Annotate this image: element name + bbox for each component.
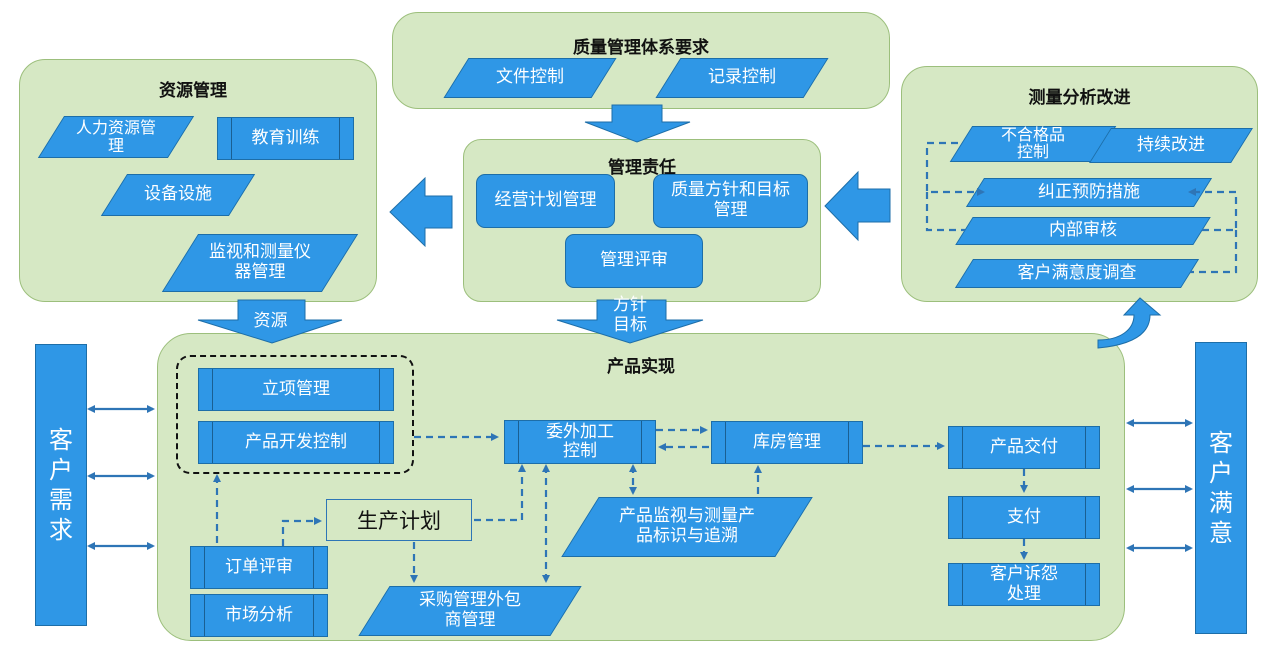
delivery-box[interactable]: 产品交付 bbox=[948, 426, 1100, 469]
market-analysis-box[interactable]: 市场分析 bbox=[190, 594, 328, 637]
complaint-label: 客户诉怨处理 bbox=[990, 564, 1058, 604]
internal-audit-shape[interactable]: 内部审核 bbox=[964, 217, 1202, 245]
instrument-mgmt-label: 监视和测量仪器管理 bbox=[209, 242, 311, 282]
purchase-shape[interactable]: 采购管理外包商管理 bbox=[374, 586, 566, 636]
doc-control-label: 文件控制 bbox=[496, 67, 564, 88]
dev-control-box[interactable]: 产品开发控制 bbox=[198, 421, 394, 464]
satisfaction-survey-label: 客户满意度调查 bbox=[1017, 262, 1137, 283]
quality-policy-box[interactable]: 质量方针和目标管理 bbox=[653, 174, 808, 228]
purchase-label: 采购管理外包商管理 bbox=[419, 590, 521, 630]
dev-group-frame bbox=[176, 355, 414, 474]
arrow-from-measurement bbox=[824, 170, 891, 242]
outsource-box[interactable]: 委外加工控制 bbox=[504, 420, 656, 464]
order-review-label: 订单评审 bbox=[225, 556, 293, 577]
equipment-label: 设备设施 bbox=[144, 184, 212, 205]
business-plan-box[interactable]: 经营计划管理 bbox=[476, 174, 615, 228]
measurement-title: 测量分析改进 bbox=[1028, 88, 1131, 108]
equipment-shape[interactable]: 设备设施 bbox=[114, 174, 242, 216]
customer-demand-label: 客户需求 bbox=[49, 426, 73, 544]
corrective-action-shape[interactable]: 纠正预防措施 bbox=[975, 178, 1203, 207]
instrument-mgmt-shape[interactable]: 监视和测量仪器管理 bbox=[180, 234, 340, 292]
satisfaction-survey-shape[interactable]: 客户满意度调查 bbox=[964, 259, 1190, 288]
nonconforming-shape[interactable]: 不合格品控制 bbox=[961, 126, 1105, 162]
order-review-box[interactable]: 订单评审 bbox=[190, 546, 328, 589]
customer-demand-box[interactable]: 客户需求 bbox=[35, 344, 87, 626]
nonconforming-label: 不合格品控制 bbox=[1000, 125, 1065, 161]
delivery-label: 产品交付 bbox=[990, 436, 1058, 457]
customer-satisfaction-label: 客户满意 bbox=[1209, 429, 1233, 547]
training-box[interactable]: 教育训练 bbox=[217, 117, 354, 160]
payment-label: 支付 bbox=[1007, 506, 1041, 527]
quality-system-title: 质量管理体系要求 bbox=[573, 38, 709, 58]
payment-box[interactable]: 支付 bbox=[948, 496, 1100, 539]
mgmt-review-box[interactable]: 管理评审 bbox=[565, 234, 703, 288]
dev-control-label: 产品开发控制 bbox=[245, 431, 347, 452]
warehouse-box[interactable]: 库房管理 bbox=[711, 421, 863, 464]
record-control-label: 记录控制 bbox=[708, 67, 776, 88]
product-title: 产品实现 bbox=[607, 357, 675, 377]
customer-satisfaction-box[interactable]: 客户满意 bbox=[1195, 342, 1247, 634]
doc-control-shape[interactable]: 文件控制 bbox=[456, 58, 604, 98]
market-analysis-label: 市场分析 bbox=[225, 604, 293, 625]
arrow-quality-down bbox=[584, 104, 691, 143]
business-plan-label: 经营计划管理 bbox=[494, 190, 597, 211]
corrective-action-label: 纠正预防措施 bbox=[1038, 181, 1140, 202]
outsource-label: 委外加工控制 bbox=[546, 421, 614, 461]
complaint-box[interactable]: 客户诉怨处理 bbox=[948, 563, 1100, 606]
project-mgmt-label: 立项管理 bbox=[262, 378, 330, 399]
continuous-improve-shape[interactable]: 持续改进 bbox=[1100, 128, 1242, 163]
internal-audit-label: 内部审核 bbox=[1049, 220, 1117, 241]
continuous-improve-label: 持续改进 bbox=[1137, 134, 1205, 155]
warehouse-label: 库房管理 bbox=[753, 431, 821, 452]
product-monitor-label: 产品监视与测量产品标识与追溯 bbox=[619, 506, 755, 546]
training-label: 教育训练 bbox=[251, 127, 320, 148]
mgmt-review-label: 管理评审 bbox=[600, 250, 668, 271]
record-control-shape[interactable]: 记录控制 bbox=[668, 58, 816, 98]
production-plan-box[interactable]: 生产计划 bbox=[326, 499, 472, 541]
mgmt-resp-title: 管理责任 bbox=[608, 158, 676, 178]
quality-policy-label: 质量方针和目标管理 bbox=[671, 180, 790, 220]
project-mgmt-box[interactable]: 立项管理 bbox=[198, 368, 394, 411]
arrow-to-resource bbox=[389, 176, 453, 248]
product-monitor-shape[interactable]: 产品监视与测量产品标识与追溯 bbox=[580, 497, 794, 557]
hr-mgmt-shape[interactable]: 人力资源管理 bbox=[51, 116, 181, 158]
policy-arrow-label: 方针目标 bbox=[613, 295, 647, 335]
production-plan-label: 生产计划 bbox=[357, 509, 441, 533]
hr-mgmt-label: 人力资源管理 bbox=[75, 117, 156, 155]
resource-arrow-label: 资源 bbox=[253, 311, 288, 331]
resource-mgmt-title: 资源管理 bbox=[159, 81, 227, 101]
